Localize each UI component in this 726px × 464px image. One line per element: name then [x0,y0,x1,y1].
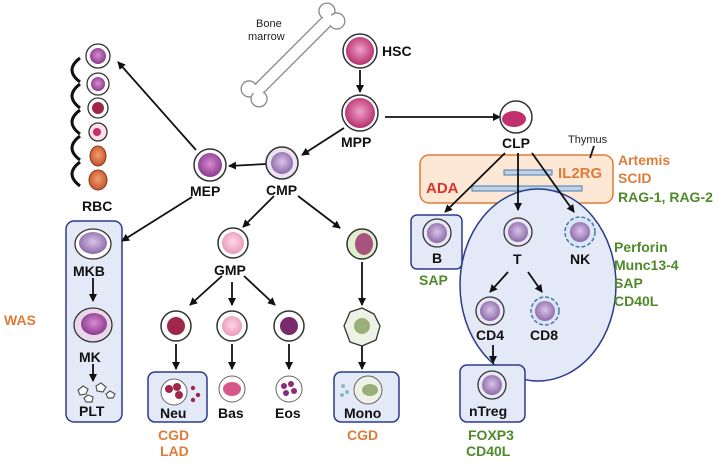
mono-precursor-cell [346,228,378,260]
clp-cell [499,100,533,134]
platelets [77,382,116,403]
label-mep: MEP [190,183,220,199]
defect-foxp3: FOXP3 [468,427,514,443]
label-eos: Eos [275,405,301,421]
defect-artemis: Artemis [618,152,670,168]
neu-cell [160,378,201,406]
arrow-t-cd8 [527,271,543,293]
lineage-arrows [89,61,595,382]
label-rbc: RBC [82,198,112,214]
defect-cgd-neu: CGD [158,427,189,443]
t-cell [503,217,533,247]
cell-labels: HSC MPP CLP CMP MEP RBC GMP MKB MK PLT N… [73,43,590,421]
defect-munc: Munc13-4 [614,257,679,273]
bas-cell [218,375,246,403]
defect-scid: SCID [618,170,651,186]
rbc-stage-6 [88,169,108,191]
cd8-cell [530,296,560,326]
defect-ada: ADA [426,180,459,197]
arrow-mep-rbc [117,61,197,151]
bone-icon [240,2,346,108]
label-clp: CLP [502,135,530,151]
arrow-gmp-eos [243,275,276,306]
defect-perforin: Perforin [614,239,668,255]
thymus-label: Thymus [568,134,608,146]
gmp-cell [217,227,249,259]
b-cell [422,218,452,248]
rbc-stage-5 [89,145,107,167]
arrow-cmp-mep [228,161,267,170]
defect-cd40l-nk: CD40L [614,293,659,309]
hsc-cell [342,33,378,69]
defect-sap-b: SAP [419,272,448,288]
mep-cell [193,148,227,182]
label-ntreg: nTreg [469,403,507,419]
label-mkb: MKB [73,263,105,279]
defect-lad: LAD [160,443,189,459]
bas-precursor-cell [216,310,248,342]
defect-was: WAS [4,312,36,328]
defect-cgd-mono: CGD [347,427,378,443]
mono-cell [340,375,383,405]
nk-cell [564,216,596,248]
il2rg-bar [503,169,553,176]
rbc-column [70,43,111,191]
eos-precursor-cell [273,310,305,342]
arrow-cmp-gmp [242,195,275,228]
label-mono: Mono [344,405,381,421]
mk-cell [73,307,113,343]
ntreg-cell [477,370,507,400]
label-cd4: CD4 [476,327,504,343]
label-cmp: CMP [266,182,297,198]
macrophage-cell [343,307,381,347]
defect-rag: RAG-1, RAG-2 [618,189,713,205]
bone-marrow-label-2: marrow [248,31,285,43]
arrow-mpp-cmp [301,127,345,156]
defect-cd40l-treg: CD40L [466,443,511,459]
label-gmp: GMP [214,262,246,278]
defect-labels: WAS CGD LAD CGD SAP ADA IL2RG Artemis SC… [4,152,713,459]
label-plt: PLT [79,403,105,419]
cd4-cell [475,296,505,326]
arrow-clp-nk [531,152,575,213]
thymus-pointer [589,145,595,159]
cmp-cell [265,146,299,180]
defect-sap-nk: SAP [614,275,643,291]
label-nk: NK [570,251,590,267]
arrow-gmp-neu [189,275,223,306]
label-cd8: CD8 [530,327,558,343]
label-t: T [513,251,522,267]
arrow-clp-b [444,152,506,213]
eos-cell [275,375,303,403]
neu-precursor-cell [160,310,192,342]
arrow-t-cd4 [489,271,509,293]
mkb-cell [74,228,112,260]
mpp-cell [341,94,379,132]
label-bas: Bas [218,405,244,421]
arrow-cmp-mono [297,195,341,229]
label-mk: MK [79,349,101,365]
label-neu: Neu [160,405,186,421]
arrow-mep-mkb [121,196,193,242]
label-mpp: MPP [341,134,371,150]
label-b: B [432,250,442,266]
label-hsc: HSC [382,43,412,59]
bone-marrow-label-1: Bone [256,18,282,30]
defect-il2rg: IL2RG [558,165,602,182]
